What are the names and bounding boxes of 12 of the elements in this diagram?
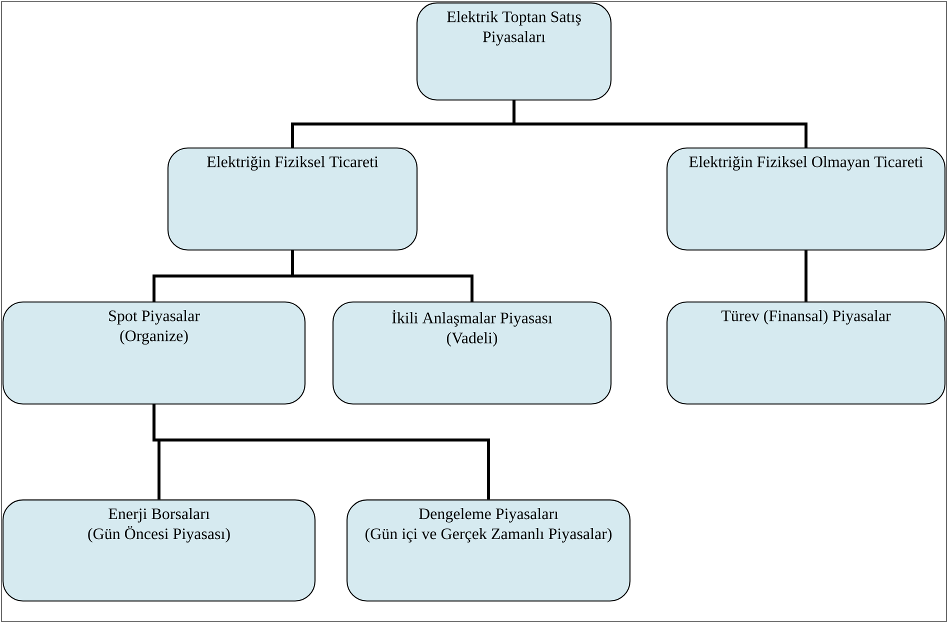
process-box: Dengeleme Piyasaları (Gün içi ve Gerçek Zamanlı Piyasalar)	[346, 499, 630, 602]
process-box: Enerji Borsaları (Gün Öncesi Piyasası)	[2, 499, 316, 602]
process-box: Spot Piyasalar (Organize)	[2, 301, 306, 405]
connector-line	[291, 250, 474, 302]
process-box: Elektriğin Fiziksel Ticareti	[167, 147, 418, 251]
process-box: Türev (Finansal) Piyasalar	[666, 301, 946, 405]
connector-line	[804, 250, 808, 302]
process-box: Elektrik Toptan Satış Piyasaları	[416, 2, 612, 101]
process-box: İkili Anlaşmalar Piyasası (Vadeli)	[332, 301, 612, 405]
connector-line	[152, 404, 490, 500]
process-box: Elektriğin Fiziksel Olmayan Ticareti	[666, 147, 946, 251]
connector-line	[512, 100, 808, 148]
